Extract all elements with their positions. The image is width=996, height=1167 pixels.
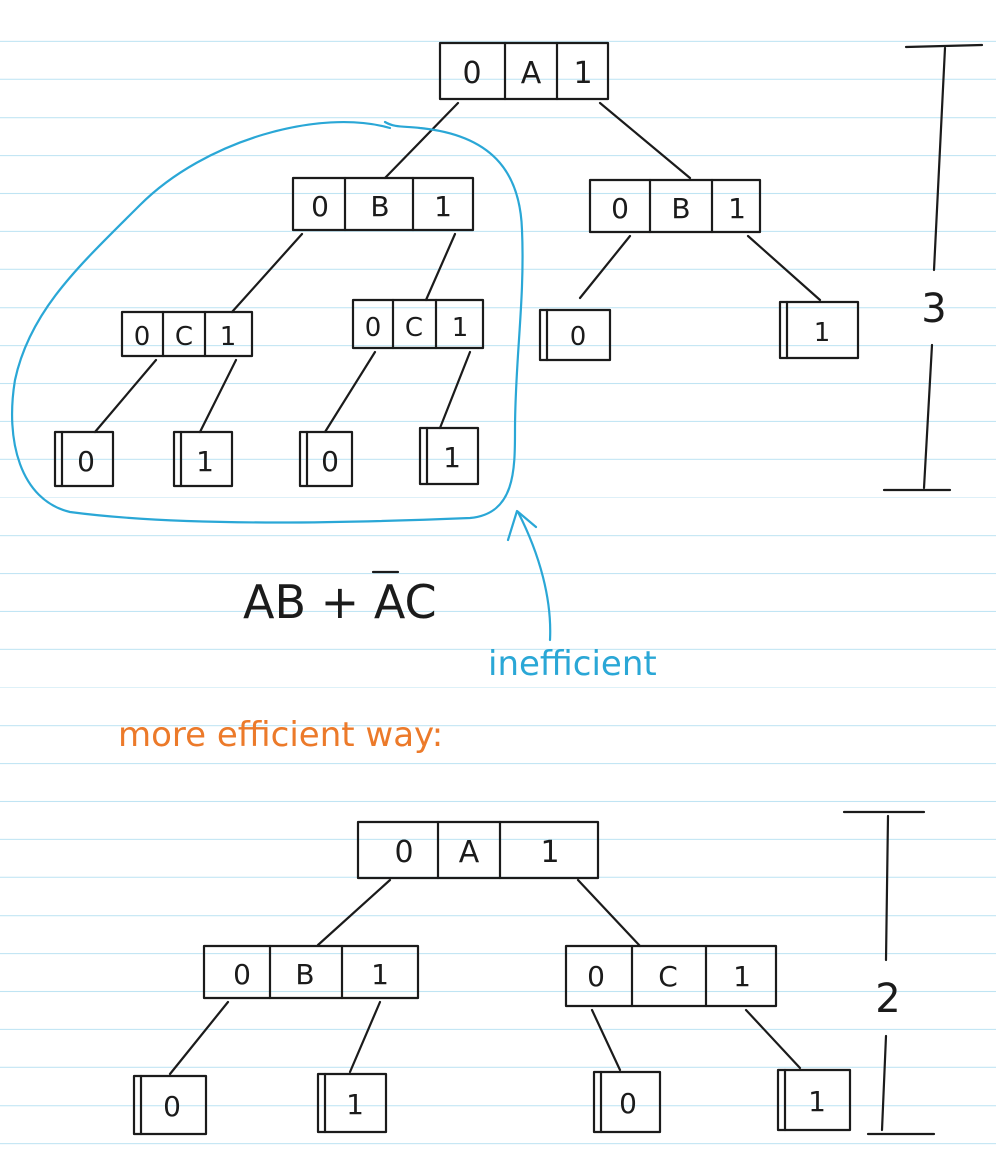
tree-edge	[93, 358, 158, 434]
leaf-value: 0	[77, 445, 95, 478]
tree-node-b-right: 0 B 1	[588, 178, 762, 234]
tree-edge	[438, 350, 472, 430]
leaf-value: 0	[570, 322, 587, 352]
node-cell: 0	[134, 322, 151, 352]
tree-edge	[383, 101, 460, 180]
tree-node-b: 0 B 1	[202, 944, 420, 1000]
node-cell: 1	[540, 835, 559, 870]
leaf-value: 1	[346, 1088, 364, 1121]
tree-node-root-a: 0 A 1	[356, 820, 600, 880]
tree-edge	[316, 878, 392, 947]
tree-edge	[168, 1000, 230, 1076]
node-cell: 1	[733, 960, 751, 993]
tree-node-c-right: 0 C 1	[351, 298, 485, 350]
node-cell: B	[671, 192, 690, 225]
leaf-value: 0	[321, 445, 339, 478]
tree-edge	[746, 234, 822, 302]
leaf-value: 1	[196, 445, 214, 478]
tree-edge	[578, 234, 632, 300]
leaf-node: 1	[418, 426, 480, 486]
node-cell: 1	[371, 958, 389, 991]
depth-bracket: 3	[882, 43, 984, 492]
tree-edge	[598, 101, 692, 180]
tree-edge	[590, 1008, 622, 1072]
node-cell: B	[295, 958, 314, 991]
tree-edge	[198, 358, 238, 434]
tree-edge	[323, 350, 377, 434]
expression-part: C	[404, 575, 436, 629]
boolean-expression: AB + AC	[243, 570, 437, 629]
expression-part: AB +	[243, 575, 374, 629]
svg-text:AB + AC: AB + AC	[243, 575, 437, 629]
tree-edge	[576, 878, 642, 948]
leaf-value: 0	[163, 1090, 181, 1123]
node-cell: 1	[728, 192, 746, 225]
leaf-value: 0	[619, 1087, 637, 1120]
leaf-value: 1	[443, 441, 461, 474]
tree-edge	[348, 1000, 382, 1074]
tree-edge	[744, 1008, 802, 1070]
tree-edge	[230, 232, 304, 314]
arrow-head	[506, 509, 538, 542]
node-cell: B	[370, 190, 389, 223]
node-cell: A	[459, 835, 480, 870]
leaf-node: 1	[776, 1068, 852, 1132]
node-cell: 1	[220, 322, 237, 352]
leaf-value: 1	[808, 1085, 826, 1118]
highlight-loop	[11, 120, 524, 524]
node-cell: 1	[434, 190, 452, 223]
node-cell: C	[175, 322, 193, 352]
tree-node-c: 0 C 1	[564, 944, 778, 1008]
node-cell: A	[521, 56, 542, 91]
node-cell: 0	[462, 56, 481, 91]
tree-node-root-a: 0 A 1	[438, 41, 610, 101]
leaf-value: 1	[814, 318, 831, 348]
node-cell: C	[405, 313, 423, 343]
node-cell: 0	[611, 192, 629, 225]
leaf-node: 0	[538, 308, 612, 362]
tree-diagram-efficient: 0 A 1 0 B 1 0 C 1 0	[132, 810, 936, 1136]
node-cell: 0	[365, 313, 382, 343]
tree-diagram-inefficient: 0 A 1 0 B 1 0 B 1	[11, 41, 984, 642]
node-cell: 0	[233, 958, 251, 991]
node-cell: C	[658, 960, 678, 993]
tree-node-b-left: 0 B 1	[291, 176, 475, 232]
leaf-node: 0	[53, 430, 115, 488]
leaf-node: 1	[172, 430, 234, 488]
expression-negated-letter: A	[374, 575, 406, 629]
node-cell: 0	[587, 960, 605, 993]
depth-label: 2	[875, 976, 900, 1022]
node-cell: 0	[394, 835, 413, 870]
node-cell: 1	[452, 313, 469, 343]
leaf-node: 0	[592, 1070, 662, 1134]
node-cell: 0	[311, 190, 329, 223]
leaf-node: 0	[132, 1074, 208, 1136]
node-cell: 1	[573, 56, 592, 91]
leaf-node: 1	[778, 300, 860, 360]
depth-label: 3	[921, 286, 946, 332]
arrow-icon	[516, 510, 552, 642]
inefficient-label: inefficient	[488, 644, 657, 684]
tree-edge	[424, 232, 457, 302]
leaf-node: 0	[298, 430, 354, 488]
leaf-node: 1	[316, 1072, 388, 1134]
section-heading: more efficient way:	[118, 715, 443, 755]
tree-node-c-left: 0 C 1	[120, 310, 254, 358]
depth-bracket: 2	[842, 810, 936, 1136]
